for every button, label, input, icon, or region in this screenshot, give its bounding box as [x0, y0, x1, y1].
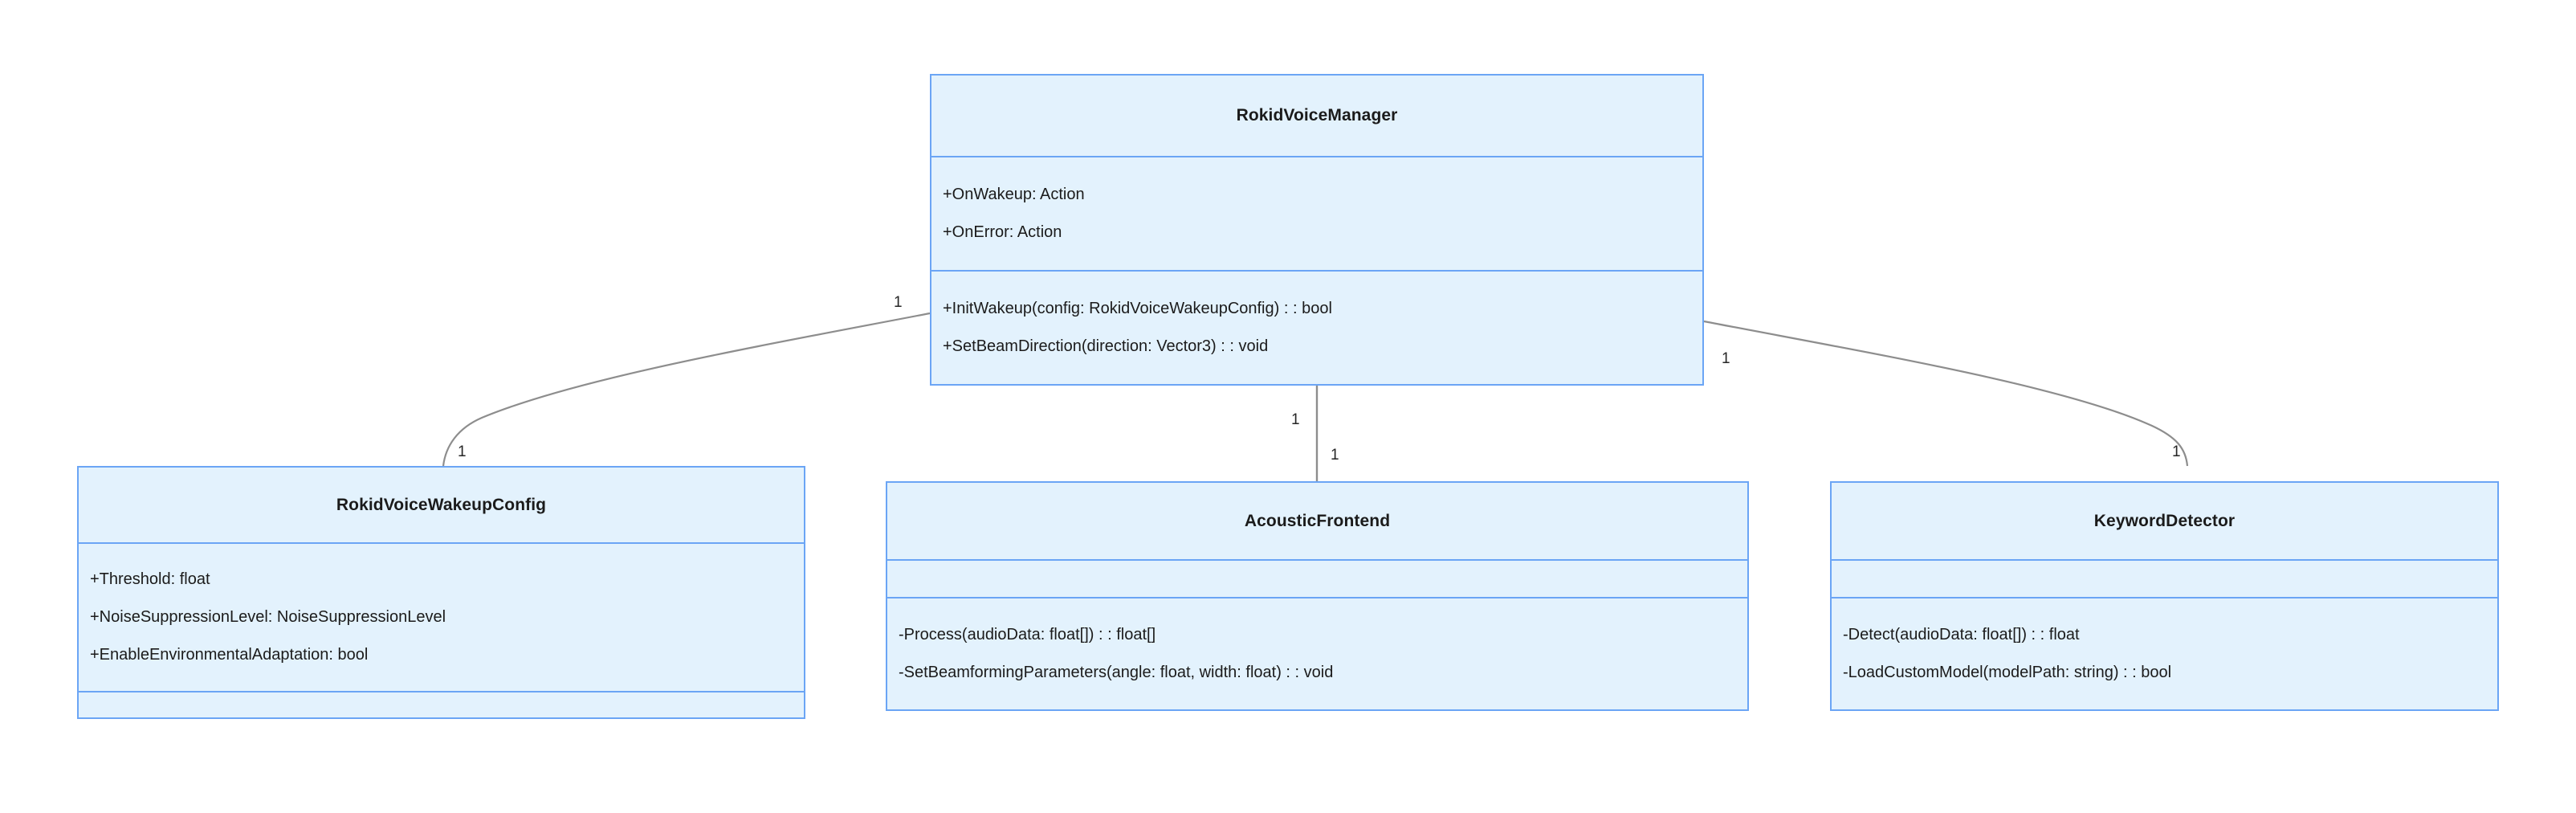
class-name-acoustic-frontend: AcousticFrontend	[1244, 511, 1391, 530]
multiplicity-manager-wakeupconfig-source: 1	[894, 294, 903, 311]
class-header-compartment: RokidVoiceWakeupConfig	[79, 468, 804, 542]
edge-manager-to-wakeup-config	[442, 312, 931, 467]
class-methods-compartment-empty	[79, 691, 804, 717]
class-attribute: +NoiseSuppressionLevel: NoiseSuppression…	[90, 608, 446, 626]
multiplicity-manager-acousticfrontend-source: 1	[1291, 411, 1300, 428]
class-box-keyword-detector[interactable]: KeywordDetector -Detect(audioData: float…	[1830, 481, 2499, 711]
class-header-compartment: RokidVoiceManager	[931, 76, 1702, 156]
class-methods-compartment: +InitWakeup(config: RokidVoiceWakeupConf…	[931, 270, 1702, 384]
class-method: +SetBeamDirection(direction: Vector3) : …	[943, 337, 1269, 355]
multiplicity-manager-keyworddetector-source: 1	[1722, 350, 1730, 367]
class-name-rokid-voice-manager: RokidVoiceManager	[1236, 106, 1398, 125]
class-header-compartment: AcousticFrontend	[887, 483, 1747, 559]
class-attributes-compartment-empty	[887, 559, 1747, 597]
multiplicity-manager-acousticfrontend-target: 1	[1331, 447, 1339, 464]
class-box-rokid-voice-wakeup-config[interactable]: RokidVoiceWakeupConfig +Threshold: float…	[77, 466, 805, 719]
class-attributes-compartment: +Threshold: float +NoiseSuppressionLevel…	[79, 542, 804, 691]
class-methods-compartment: -Process(audioData: float[]) : : float[]…	[887, 597, 1747, 709]
class-attributes-compartment-empty	[1832, 559, 2497, 597]
class-box-acoustic-frontend[interactable]: AcousticFrontend -Process(audioData: flo…	[886, 481, 1749, 711]
class-header-compartment: KeywordDetector	[1832, 483, 2497, 559]
class-box-rokid-voice-manager[interactable]: RokidVoiceManager +OnWakeup: Action +OnE…	[930, 74, 1704, 386]
multiplicity-manager-keyworddetector-target: 1	[2172, 443, 2181, 460]
class-methods-compartment: -Detect(audioData: float[]) : : float -L…	[1832, 597, 2497, 709]
class-attribute: +OnWakeup: Action	[943, 186, 1085, 203]
class-attribute: +EnableEnvironmentalAdaptation: bool	[90, 646, 369, 664]
multiplicity-manager-wakeupconfig-target: 1	[458, 443, 467, 460]
class-name-keyword-detector: KeywordDetector	[2093, 511, 2236, 530]
class-name-rokid-voice-wakeup-config: RokidVoiceWakeupConfig	[336, 495, 547, 514]
class-attribute: +OnError: Action	[943, 223, 1062, 241]
class-attribute: +Threshold: float	[90, 570, 210, 588]
class-method: -Process(audioData: float[]) : : float[]	[899, 626, 1156, 643]
class-attributes-compartment: +OnWakeup: Action +OnError: Action	[931, 156, 1702, 270]
class-method: -LoadCustomModel(modelPath: string) : : …	[1843, 664, 2172, 681]
edge-manager-to-keyword-detector	[1703, 320, 2189, 467]
class-method: +InitWakeup(config: RokidVoiceWakeupConf…	[943, 300, 1332, 317]
class-method: -Detect(audioData: float[]) : : float	[1843, 626, 2080, 643]
class-method: -SetBeamformingParameters(angle: float, …	[899, 664, 1334, 681]
